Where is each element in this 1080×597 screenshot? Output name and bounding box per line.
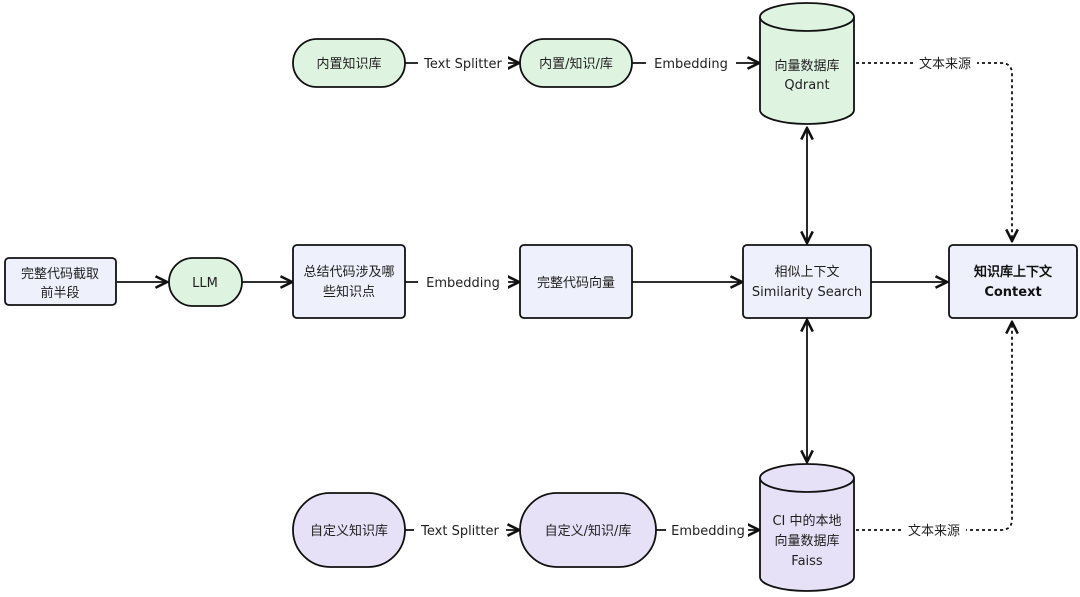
faiss-label-line2: 向量数据库 <box>774 533 839 549</box>
edge-label-source-top: 文本来源 <box>919 57 971 72</box>
faiss-label-line3: Faiss <box>791 554 823 569</box>
similarity-label-line1: 相似上下文 <box>774 265 839 280</box>
summary-node <box>292 244 406 319</box>
edge-label-text-splitter-bottom: Text Splitter <box>420 524 499 539</box>
faiss-label-line1: CI 中的本地 <box>772 513 841 529</box>
edge-faiss-to-context <box>856 322 1012 531</box>
faiss-db-node <box>759 463 855 592</box>
code-vector-label: 完整代码向量 <box>537 275 615 291</box>
summary-label-line2: 些知识点 <box>323 284 375 300</box>
qdrant-label-line2: Qdrant <box>784 78 829 93</box>
code-source-label-line1: 完整代码截取 <box>21 267 99 282</box>
builtin-split-label: 内置/知识/库 <box>539 56 613 72</box>
edge-label-embedding-mid: Embedding <box>426 276 500 291</box>
edge-label-source-bottom: 文本来源 <box>908 524 960 539</box>
llm-label: LLM <box>192 276 218 291</box>
custom-kb-label: 自定义知识库 <box>310 523 388 539</box>
code-source-node <box>4 257 117 306</box>
builtin-kb-label: 内置知识库 <box>316 56 381 72</box>
edge-label-embedding-bottom: Embedding <box>671 524 745 539</box>
similarity-node <box>742 244 872 319</box>
context-label-line2: Context <box>984 285 1041 300</box>
custom-split-label: 自定义/知识/库 <box>545 523 632 539</box>
similarity-label-line2: Similarity Search <box>752 285 862 300</box>
qdrant-db-node <box>759 2 855 125</box>
edge-label-embedding-top: Embedding <box>654 57 728 72</box>
context-node <box>948 244 1078 319</box>
context-label-line1: 知识库上下文 <box>974 264 1053 280</box>
code-source-label-line2: 前半段 <box>40 285 79 301</box>
edge-qdrant-to-context <box>856 62 1012 241</box>
qdrant-label-line1: 向量数据库 <box>774 58 839 74</box>
summary-label-line1: 总结代码涉及哪 <box>303 265 394 280</box>
edge-label-text-splitter-top: Text Splitter <box>423 57 502 72</box>
